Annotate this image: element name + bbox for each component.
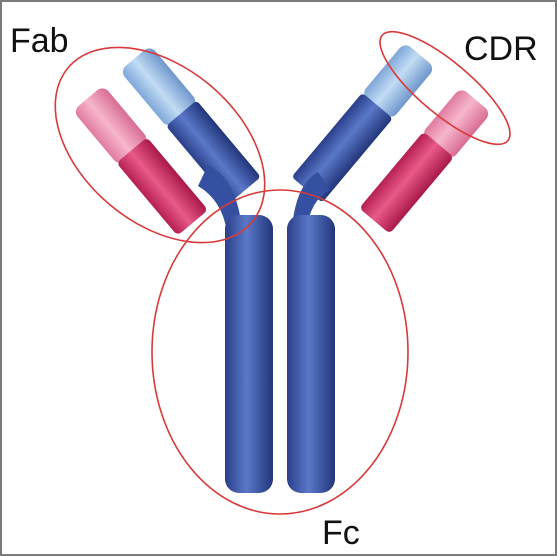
right-stem-heavy-chain bbox=[287, 215, 335, 493]
cdr-label: CDR bbox=[464, 30, 538, 68]
left-stem-heavy-chain bbox=[225, 215, 273, 493]
fc-label: Fc bbox=[322, 514, 360, 552]
fab-label: Fab bbox=[10, 22, 69, 60]
